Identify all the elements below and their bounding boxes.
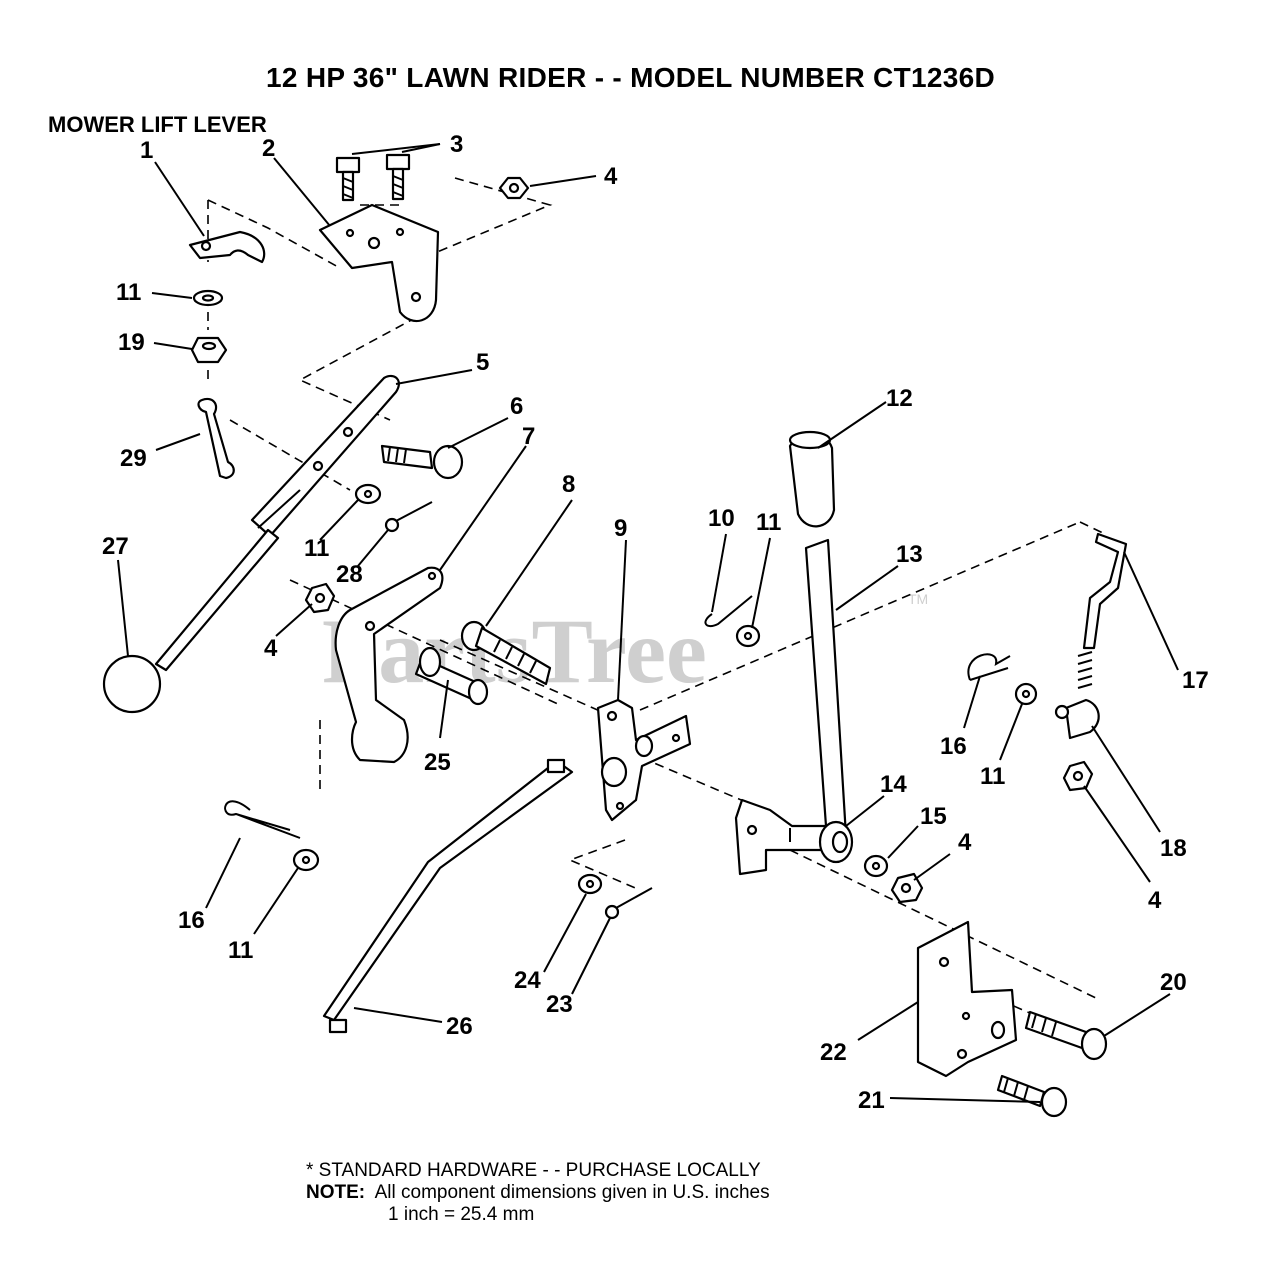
part-23-cotter-pin <box>604 887 653 920</box>
callout-4-top: 4 <box>604 163 618 190</box>
note-label: NOTE: <box>306 1182 366 1203</box>
part-18-swivel <box>1054 698 1100 740</box>
callout-14: 14 <box>880 771 907 798</box>
callout-labels: 1 2 3 4 11 19 5 12 6 7 29 8 10 11 9 27 1… <box>102 131 1209 1114</box>
callout-25: 25 <box>424 749 451 776</box>
part-27-knob <box>102 528 280 714</box>
callout-24: 24 <box>514 967 541 994</box>
callout-1: 1 <box>140 137 153 164</box>
part-16-hairpin-left <box>224 800 301 839</box>
callout-29: 29 <box>120 445 147 472</box>
part-16-hairpin-right <box>967 653 1011 681</box>
callout-6: 6 <box>510 393 523 420</box>
part-26-lift-rod <box>322 758 574 1034</box>
part-29-link <box>197 397 235 480</box>
part-7-lever-plate <box>334 566 444 764</box>
callout-22: 22 <box>820 1039 847 1066</box>
part-19-nut <box>190 336 228 364</box>
part-2-mounting-bracket <box>318 203 440 322</box>
callout-7: 7 <box>522 423 535 450</box>
callout-17: 17 <box>1182 667 1209 694</box>
callout-11-b: 11 <box>756 509 781 536</box>
callout-23: 23 <box>546 991 573 1018</box>
watermark-tm: TM <box>908 591 928 607</box>
callout-10: 10 <box>708 505 735 532</box>
part-12-handle-grip <box>788 430 836 528</box>
part-4-nut-center <box>890 872 924 904</box>
callout-12: 12 <box>886 385 913 412</box>
callout-11-c: 11 <box>304 535 329 562</box>
callout-11-d: 11 <box>980 763 1005 790</box>
part-4-nut-right <box>1062 760 1094 792</box>
callout-3: 3 <box>450 131 463 158</box>
part-5-lift-arm <box>250 374 400 538</box>
part-22-pivot-bracket <box>916 920 1018 1078</box>
part-20-bolt <box>1024 1010 1108 1061</box>
part-3-bolts <box>335 153 411 202</box>
callout-16-left: 16 <box>178 907 205 934</box>
callout-8: 8 <box>562 471 575 498</box>
hardware-notes: * STANDARD HARDWARE - - PURCHASE LOCALLY… <box>306 1160 770 1226</box>
callout-28: 28 <box>336 561 363 588</box>
part-25-spacer <box>414 646 489 706</box>
part-11-washer-center <box>735 624 761 648</box>
part-8-bolt <box>460 620 552 686</box>
assembly-name: MOWER LIFT LEVER <box>48 112 267 137</box>
callout-16-right: 16 <box>940 733 967 760</box>
part-9-pivot-plate <box>596 698 692 822</box>
part-11-washer-mid <box>354 483 382 505</box>
part-24-washer <box>577 873 603 895</box>
part-28-cotter-pin <box>384 501 433 533</box>
callout-4-right: 4 <box>1148 887 1162 914</box>
callout-15: 15 <box>920 803 947 830</box>
callout-11-e: 11 <box>228 937 253 964</box>
part-4-nut-left <box>304 582 336 614</box>
callout-21: 21 <box>858 1087 885 1114</box>
callout-4-left: 4 <box>264 635 278 662</box>
part-11-washer-left <box>192 289 224 307</box>
callout-13: 13 <box>896 541 923 568</box>
callout-20: 20 <box>1160 969 1187 996</box>
callout-27: 27 <box>102 533 129 560</box>
part-6-shoulder-bolt <box>380 444 464 480</box>
callout-5: 5 <box>476 349 489 376</box>
note-dimensions: All component dimensions given in U.S. i… <box>374 1182 770 1203</box>
callout-9: 9 <box>614 515 627 542</box>
part-15-washer <box>863 854 889 878</box>
part-17-spring-rod <box>1077 532 1128 689</box>
part-4-nut-top <box>498 176 530 200</box>
diagram-title: 12 HP 36" LAWN RIDER - - MODEL NUMBER CT… <box>266 62 995 93</box>
callout-19: 19 <box>118 329 145 356</box>
part-11-washer-lower-left <box>292 848 320 872</box>
callout-2: 2 <box>262 135 275 162</box>
callout-4-center: 4 <box>958 829 972 856</box>
leader-lines <box>117 143 1179 1103</box>
part-14-bushing <box>818 820 854 864</box>
callout-26: 26 <box>446 1013 473 1040</box>
part-10-cotter-pin <box>704 595 753 628</box>
part-21-bolt <box>996 1074 1068 1118</box>
callout-11-a: 11 <box>116 279 141 306</box>
part-11-washer-right <box>1014 682 1038 706</box>
part-1-lever-bracket <box>188 230 266 264</box>
note-conversion: 1 inch = 25.4 mm <box>388 1204 535 1225</box>
callout-18: 18 <box>1160 835 1187 862</box>
note-standard-hardware: * STANDARD HARDWARE - - PURCHASE LOCALLY <box>306 1160 761 1181</box>
